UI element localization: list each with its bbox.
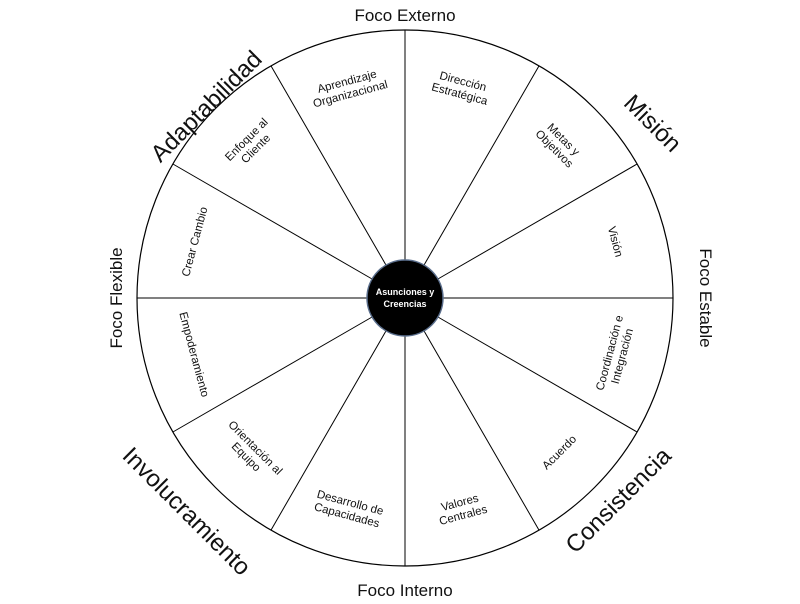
- segment-label: DirecciónEstratégica: [430, 69, 493, 108]
- quadrant-label-involucramiento: Involucramiento: [117, 442, 256, 581]
- axis-label-left: Foco Flexible: [107, 247, 126, 348]
- segment-divider: [437, 316, 638, 433]
- center-label-line2: Creencias: [383, 299, 426, 309]
- axis-label-bottom: Foco Interno: [357, 581, 452, 600]
- axis-label-right: Foco Estable: [696, 248, 715, 347]
- segment-label: Crear Cambio: [180, 206, 210, 278]
- segment-label: Acuerdo: [540, 433, 579, 472]
- segment-label-line: Empoderamiento: [176, 311, 210, 399]
- segment-divider: [172, 316, 373, 433]
- segment-divider: [172, 163, 373, 280]
- segment-label: Enfoque alCliente: [223, 116, 280, 173]
- center-circle: [366, 259, 444, 337]
- segment-dividers: [137, 30, 673, 566]
- segment-label-line: Crear Cambio: [180, 206, 210, 278]
- segment-label: Visión: [605, 225, 625, 258]
- segment-divider: [423, 65, 540, 266]
- segment-label: ValoresCentrales: [435, 491, 489, 528]
- segment-label: Empoderamiento: [176, 311, 210, 399]
- segment-label-line: Visión: [605, 225, 625, 258]
- segment-label-line: Acuerdo: [540, 433, 579, 472]
- segment-divider: [437, 163, 638, 280]
- segment-label: Desarrollo deCapacidades: [312, 489, 385, 531]
- segment-divider: [270, 65, 387, 266]
- quadrant-label-mision: Misión: [618, 90, 686, 158]
- center-label-line1: Asunciones y: [376, 287, 435, 297]
- segment-label: Metas yObjetivos: [533, 119, 585, 171]
- axis-label-top: Foco Externo: [354, 6, 455, 25]
- segment-label: Coordinación eIntegración: [594, 314, 638, 395]
- segment-label: AprendizajeOrganizacional: [309, 66, 390, 110]
- segment-label: Orientación alEquipo: [216, 419, 284, 487]
- segment-divider: [423, 330, 540, 531]
- segment-divider: [270, 330, 387, 531]
